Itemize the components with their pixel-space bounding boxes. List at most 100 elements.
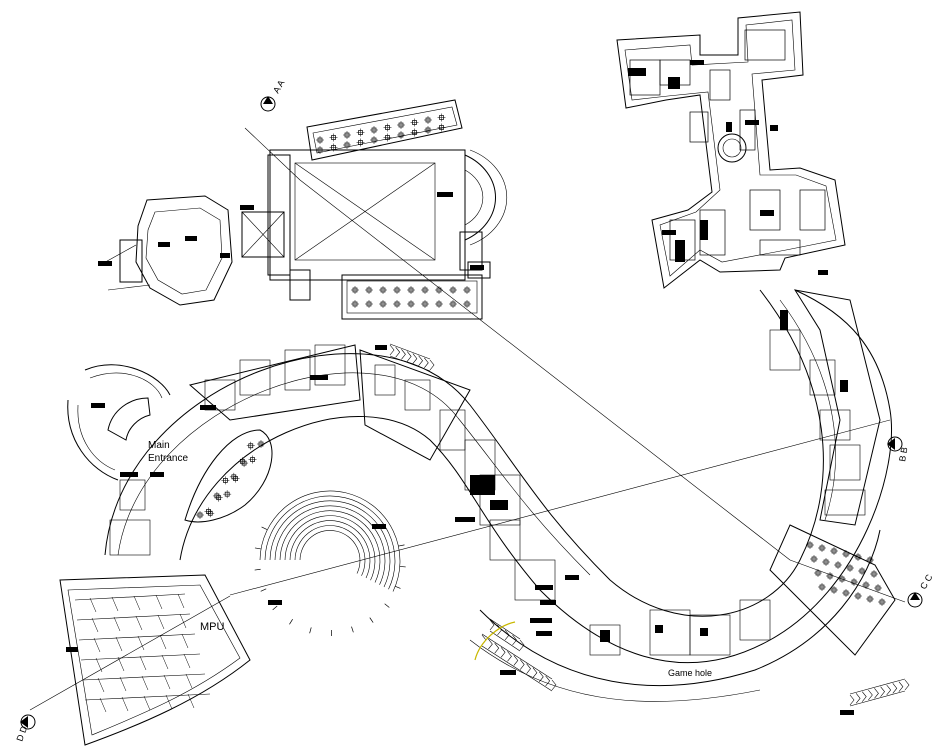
room-outline <box>799 189 826 231</box>
ramp-chevron <box>489 619 495 631</box>
svg-text:A A: A A <box>271 78 286 95</box>
seat-divider <box>91 617 99 633</box>
room-outline <box>119 479 146 511</box>
seat-divider <box>165 694 173 710</box>
seat-divider <box>133 595 141 611</box>
room-fill <box>760 210 774 216</box>
room-tag-bar <box>185 236 197 241</box>
seat-divider <box>157 614 165 630</box>
seat-row <box>78 633 196 641</box>
amphitheatre-ring <box>279 510 381 583</box>
ramp-chevron <box>898 681 904 692</box>
room-outline <box>374 364 396 396</box>
room-outline <box>239 359 271 396</box>
room-fill <box>700 628 708 636</box>
ramp-chevron <box>507 651 512 662</box>
seat-divider <box>121 696 129 712</box>
seat-divider <box>95 657 103 673</box>
seat-divider <box>135 615 143 631</box>
room-tag-bar <box>268 600 282 605</box>
room-fill <box>770 125 778 131</box>
room-outline <box>479 474 521 526</box>
room-tag-bar <box>150 472 164 477</box>
amphitheatre-step <box>272 605 278 611</box>
main-entrance-label-1: Main <box>148 440 170 451</box>
ramp-chevron <box>551 679 557 691</box>
room-outline <box>744 29 786 61</box>
room-tag-bar <box>310 375 328 380</box>
ramp-chevron <box>504 629 510 641</box>
svg-text:C C: C C <box>918 572 935 591</box>
room-outline <box>284 349 311 391</box>
room-fill <box>675 240 685 262</box>
room-outline <box>689 614 731 656</box>
amphitheatre-ring <box>264 495 396 590</box>
room-outline <box>824 489 866 516</box>
room-fill <box>490 500 508 510</box>
ramp-edge <box>481 633 553 680</box>
ramp-highlight <box>474 621 516 661</box>
amphitheatre-step <box>398 544 405 547</box>
room-tag-bar <box>200 405 216 410</box>
room-tag-bar <box>840 710 854 715</box>
ramp-edge <box>849 678 906 695</box>
amphitheatre-step <box>261 526 268 530</box>
leaf-seats <box>196 440 265 519</box>
seat-divider <box>139 655 147 671</box>
ramp-chevron <box>892 683 898 694</box>
entrance-canopy <box>67 364 171 481</box>
section-marker-right-lower: C C <box>907 572 935 608</box>
patio-tables <box>316 113 471 308</box>
room-tag-bar <box>375 345 387 350</box>
seat-divider <box>89 597 97 613</box>
seat-divider <box>187 693 195 709</box>
ramp-chevron <box>512 634 517 646</box>
ramp-chevron <box>855 693 861 704</box>
section-lines <box>29 127 906 711</box>
room-tag-bar <box>455 517 475 522</box>
room-outline <box>204 379 236 411</box>
ramp-chevron <box>904 679 910 691</box>
room-outline <box>709 69 731 101</box>
seat-row <box>74 593 186 601</box>
seat-divider <box>177 593 185 609</box>
room-outline <box>589 624 621 656</box>
room-tag-bar <box>220 253 230 258</box>
ramp-edge <box>489 630 521 652</box>
ramp-chevron <box>429 359 435 371</box>
seat-divider <box>179 613 187 629</box>
amphitheatre-ring <box>284 515 376 581</box>
room-outline <box>749 189 781 231</box>
patio-building <box>241 99 508 320</box>
seat-divider <box>119 676 127 692</box>
ramp-chevron <box>412 353 418 364</box>
room-tag-bars <box>120 60 854 715</box>
room-outline <box>314 344 346 386</box>
seat-divider <box>113 616 121 632</box>
ramp-chevron <box>880 686 885 697</box>
seat-divider <box>163 674 171 690</box>
seat-divider <box>159 634 167 650</box>
seat-divider <box>115 636 123 652</box>
room-outline <box>439 409 466 451</box>
room-fill <box>628 68 646 76</box>
amphitheatre-ring <box>289 520 371 579</box>
s-building-rooms <box>109 310 866 656</box>
ramp-chevron <box>519 659 525 670</box>
ramp-chevron <box>389 344 395 356</box>
amphitheatre-step <box>309 627 312 634</box>
room-tag-bar <box>536 631 552 636</box>
mpu-label: MPU <box>200 621 225 633</box>
room-fill <box>668 77 680 89</box>
ramp-chevron <box>488 638 493 650</box>
game-hole-label: Game hole <box>668 668 712 678</box>
room-tag-bar <box>535 585 553 590</box>
ramp-chevron <box>494 642 500 654</box>
room-outline <box>809 359 836 396</box>
amphitheatre-ring <box>294 525 366 576</box>
amphitheatre-step <box>384 603 390 608</box>
amphitheatre-ring <box>269 500 391 588</box>
h-building-rooms <box>628 29 826 262</box>
room-outline <box>829 444 861 481</box>
